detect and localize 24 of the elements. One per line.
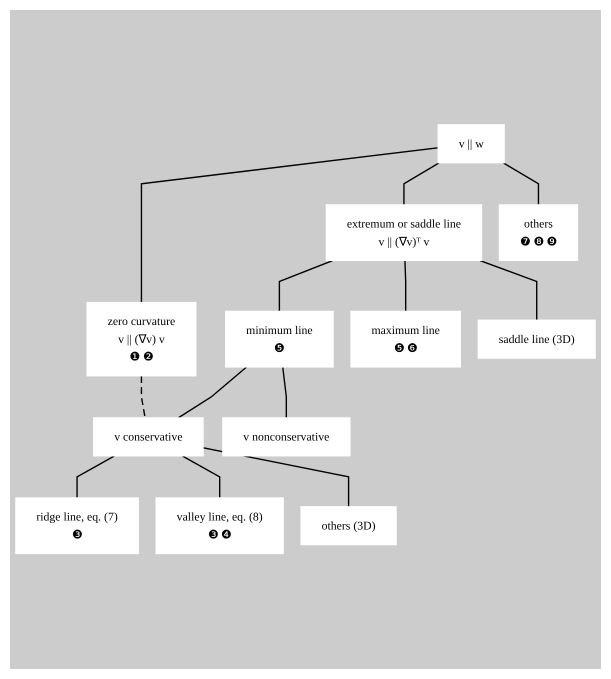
connector: [480, 260, 538, 320]
node-box: [156, 498, 284, 554]
node-box: [350, 311, 462, 368]
connector: [140, 147, 438, 303]
node-box: [86, 302, 196, 377]
panel-background: v || w zero curvature v || (∇v) v ❶ ❷ extremum or saddle line v || (∇v)ᵀ v others ❼ ❽ ❾ minimum line ❺ maximum line ❺ ❻ saddle line (3D) v conservative v nonconservative ridge line, eq. (7) ❸ valley line, eq. (8) ❸ ❹ others (3D): [10, 10, 601, 669]
connector: [404, 261, 406, 312]
node-box: [478, 320, 596, 360]
connector: [282, 367, 288, 418]
node-box: [15, 498, 139, 554]
connector: [182, 456, 220, 498]
node-box: [93, 418, 204, 457]
node-box: [300, 506, 397, 546]
connector: [403, 162, 440, 205]
node-box: [225, 311, 334, 368]
connector: [76, 456, 114, 498]
connector: [140, 376, 146, 418]
node-box: [222, 418, 350, 457]
connector: [503, 162, 540, 205]
node-box: [438, 124, 505, 164]
connector: [178, 367, 247, 419]
node-box: [498, 204, 578, 262]
node-box: [326, 204, 482, 262]
connector: [278, 260, 333, 312]
